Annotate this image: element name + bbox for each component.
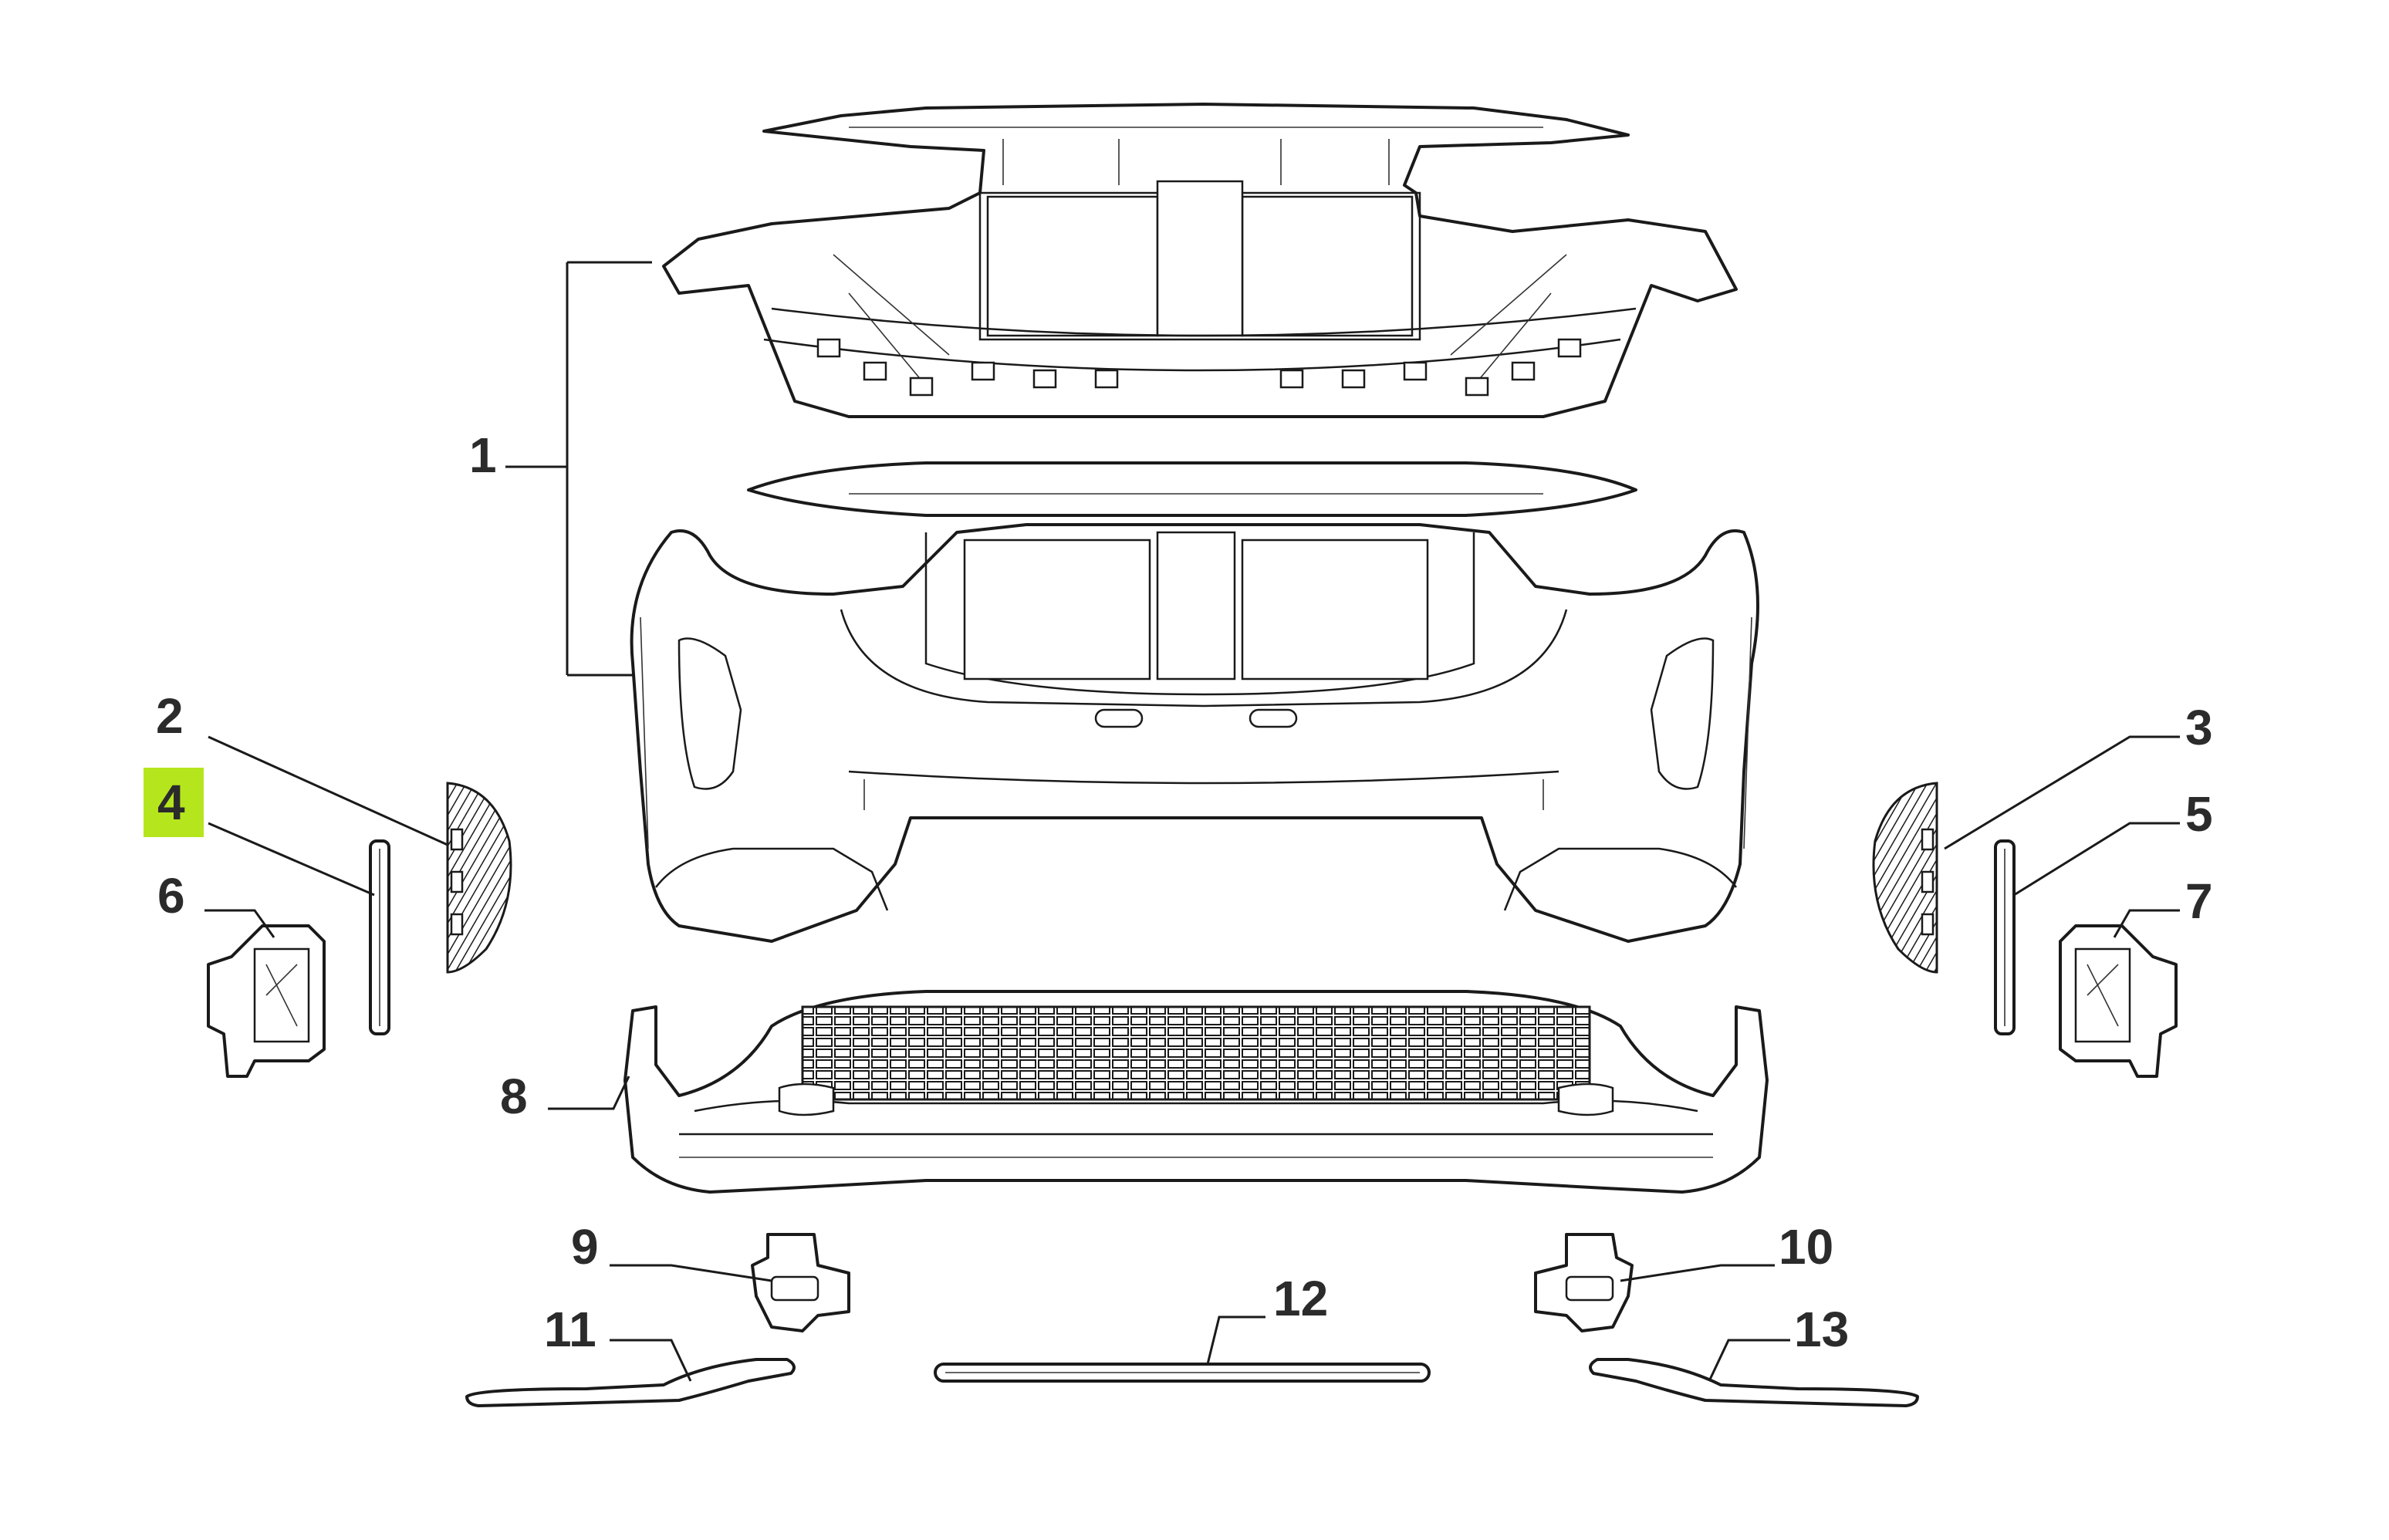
bumper-top-blade [747, 461, 1637, 517]
callout-2[interactable]: 2 [156, 688, 184, 744]
right-grille-insert [1872, 782, 1938, 974]
callout-3[interactable]: 3 [2185, 700, 2213, 755]
center-trim-strip [934, 1363, 1431, 1383]
right-trim-strip [1994, 839, 2016, 1035]
highlight-box [144, 768, 204, 837]
callout-8[interactable]: 8 [500, 1069, 528, 1124]
bumper-cover [630, 523, 1759, 943]
callout-5[interactable]: 5 [2185, 786, 2213, 842]
upper-crossmember [662, 103, 1738, 418]
leader-lines [204, 261, 2180, 1382]
callout-13[interactable]: 13 [1794, 1302, 1849, 1357]
callout-1[interactable]: 1 [469, 427, 497, 483]
callout-7[interactable]: 7 [2185, 873, 2213, 929]
left-grille-insert [446, 782, 512, 974]
callout-10[interactable]: 10 [1779, 1219, 1833, 1275]
right-fog-bracket [2059, 924, 2178, 1078]
left-trim-strip [369, 839, 390, 1035]
callout-11[interactable]: 11 [544, 1302, 596, 1357]
left-lower-bracket [751, 1233, 850, 1332]
callout-12[interactable]: 12 [1273, 1271, 1328, 1326]
callout-4[interactable]: 4 [157, 775, 185, 830]
left-skid-strip [465, 1358, 796, 1407]
right-lower-bracket [1534, 1233, 1634, 1332]
right-skid-strip [1589, 1358, 1919, 1407]
callout-6[interactable]: 6 [157, 868, 185, 924]
lower-bumper-grille [623, 990, 1769, 1194]
left-fog-bracket [207, 924, 326, 1078]
callout-9[interactable]: 9 [571, 1219, 599, 1275]
callout-labels: 1 2 3 4 5 6 7 8 9 10 11 12 13 [156, 427, 2213, 1357]
